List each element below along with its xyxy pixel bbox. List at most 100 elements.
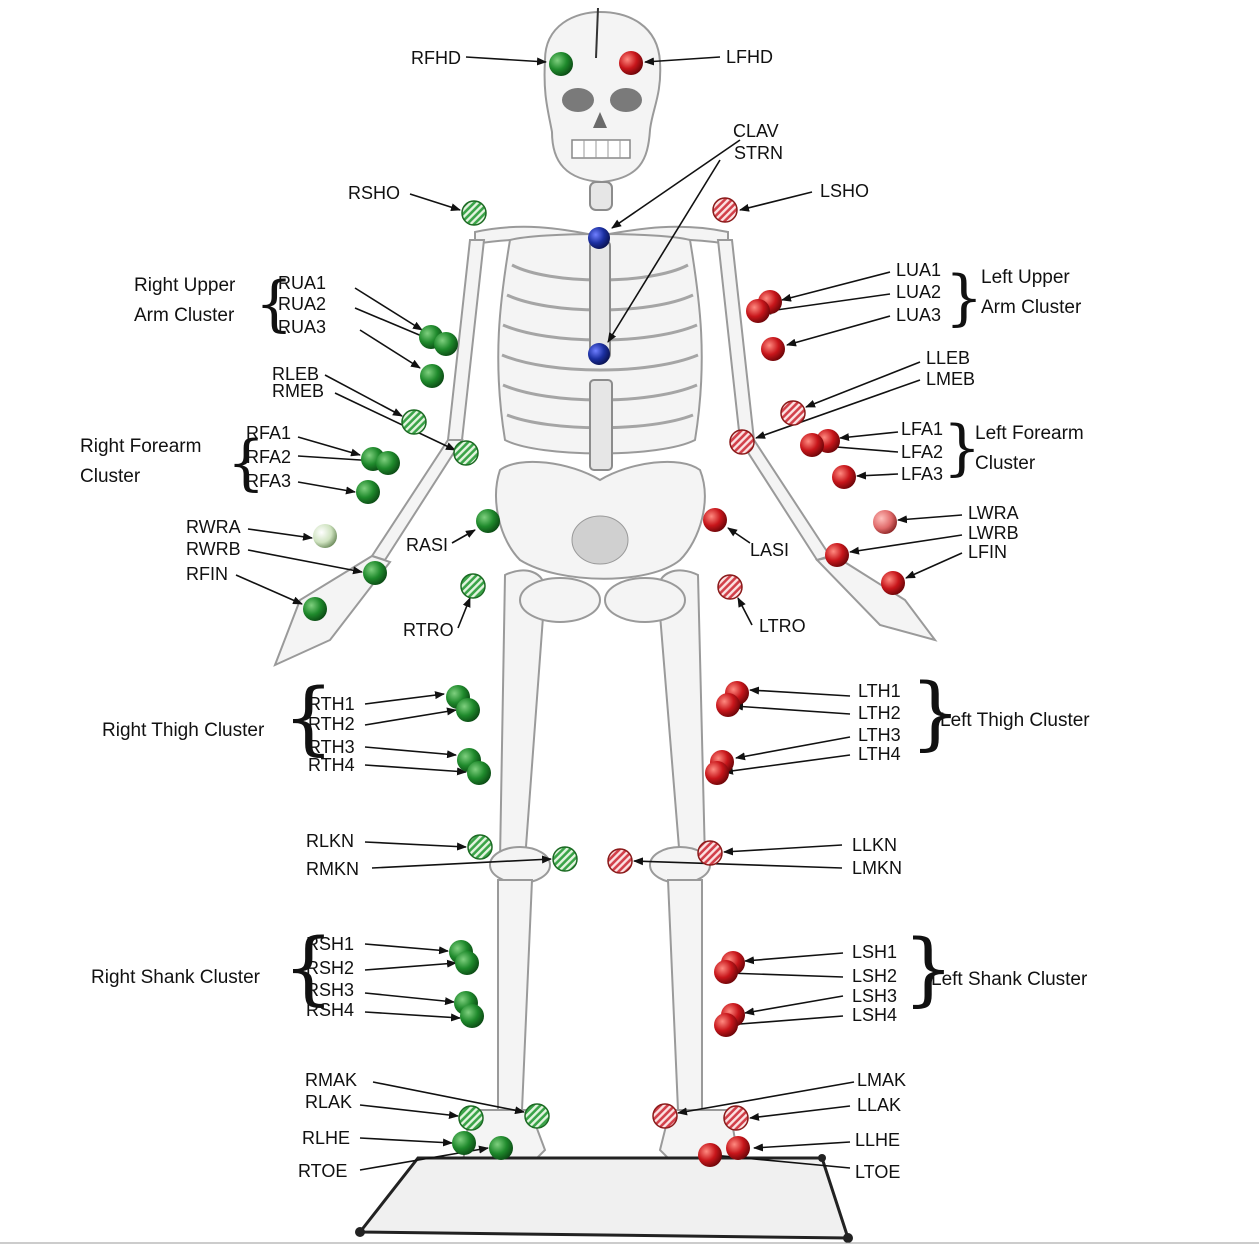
label-lmeb: LMEB [926, 369, 975, 389]
label-rth1: RTH1 [308, 694, 355, 714]
marker-rua3 [420, 364, 444, 388]
label-lsh1: LSH1 [852, 942, 897, 962]
label-rsh2: RSH2 [306, 958, 354, 978]
marker-lfhd [619, 51, 643, 75]
label-ltoe: LTOE [855, 1162, 900, 1182]
label-rsh3: RSH3 [306, 980, 354, 1000]
marker-lwrb [825, 543, 849, 567]
marker-rlak [459, 1106, 483, 1130]
marker-rsh4 [460, 1004, 484, 1028]
label-rlak: RLAK [305, 1092, 352, 1112]
label-lfhd: LFHD [726, 47, 773, 67]
marker-rsh2 [455, 951, 479, 975]
marker-rleb [402, 410, 426, 434]
marker-rtoe [489, 1136, 513, 1160]
marker-lsh2 [714, 960, 738, 984]
marker-rmkn [553, 847, 577, 871]
marker-rwra [313, 524, 337, 548]
label-lleb: LLEB [926, 348, 970, 368]
label-rasi: RASI [406, 535, 448, 555]
marker-lua3 [761, 337, 785, 361]
group-label-left-upper-arm-line2: Arm Cluster [981, 297, 1082, 318]
group-label-right-upper-arm-line1: Right Upper [134, 275, 236, 296]
marker-rasi [476, 509, 500, 533]
label-llak: LLAK [857, 1095, 901, 1115]
label-lua1: LUA1 [896, 260, 941, 280]
label-lasi: LASI [750, 540, 789, 560]
label-rlkn: RLKN [306, 831, 354, 851]
marker-rwrb [363, 561, 387, 585]
label-clav: CLAV [733, 121, 779, 141]
label-lsh2: LSH2 [852, 966, 897, 986]
marker-lth2 [716, 693, 740, 717]
marker-rmeb [454, 441, 478, 465]
marker-lth4 [705, 761, 729, 785]
label-lfa2: LFA2 [901, 442, 943, 462]
label-rsh1: RSH1 [306, 934, 354, 954]
marker-lmkn [608, 849, 632, 873]
label-rtro: RTRO [403, 620, 454, 640]
label-rtoe: RTOE [298, 1161, 347, 1181]
label-rua3: RUA3 [278, 317, 326, 337]
label-rwra: RWRA [186, 517, 241, 537]
label-lua2: LUA2 [896, 282, 941, 302]
marker-llhe [726, 1136, 750, 1160]
markers [303, 51, 905, 1167]
marker-rlkn [468, 835, 492, 859]
marker-lfin [881, 571, 905, 595]
marker-strn [588, 343, 610, 365]
label-lfa1: LFA1 [901, 419, 943, 439]
label-rlhe: RLHE [302, 1128, 350, 1148]
marker-lasi [703, 508, 727, 532]
marker-clav [588, 227, 610, 249]
svg-text:}: } [945, 263, 983, 333]
marker-rfin [303, 597, 327, 621]
label-rfa3: RFA3 [246, 471, 291, 491]
marker-lfa2 [800, 433, 824, 457]
marker-rth2 [456, 698, 480, 722]
label-lmkn: LMKN [852, 858, 902, 878]
marker-rfhd [549, 52, 573, 76]
marker-rfa3 [356, 480, 380, 504]
label-lsho: LSHO [820, 181, 869, 201]
label-rwrb: RWRB [186, 539, 241, 559]
marker-lsh4 [714, 1013, 738, 1037]
label-lfin: LFIN [968, 542, 1007, 562]
label-rth2: RTH2 [308, 714, 355, 734]
label-llhe: LLHE [855, 1130, 900, 1150]
marker-lsho [713, 198, 737, 222]
group-label-left-thigh: Left Thigh Cluster [940, 710, 1090, 731]
label-rfin: RFIN [186, 564, 228, 584]
label-lwrb: LWRB [968, 523, 1019, 543]
marker-rlhe [452, 1131, 476, 1155]
group-label-right-thigh: Right Thigh Cluster [102, 720, 265, 741]
label-rfa2: RFA2 [246, 447, 291, 467]
marker-rua2 [434, 332, 458, 356]
label-lwra: LWRA [968, 503, 1019, 523]
marker-ltoe [698, 1143, 722, 1167]
group-label-left-upper-arm-line1: Left Upper [981, 267, 1070, 288]
label-ltro: LTRO [759, 616, 806, 636]
group-label-left-forearm-line2: Cluster [975, 453, 1036, 474]
group-label-right-forearm-line2: Cluster [80, 466, 141, 487]
marker-rmak [525, 1104, 549, 1128]
marker-llkn [698, 841, 722, 865]
group-label-left-shank: Left Shank Cluster [931, 969, 1088, 990]
label-lth1: LTH1 [858, 681, 901, 701]
marker-rfa2 [376, 451, 400, 475]
label-rsh4: RSH4 [306, 1000, 354, 1020]
group-label-right-shank: Right Shank Cluster [91, 967, 261, 988]
label-rua1: RUA1 [278, 273, 326, 293]
label-rfa1: RFA1 [246, 423, 291, 443]
marker-lwra [873, 510, 897, 534]
label-llkn: LLKN [852, 835, 897, 855]
marker-rsho [462, 201, 486, 225]
marker-rth4 [467, 761, 491, 785]
label-lua3: LUA3 [896, 305, 941, 325]
label-rmkn: RMKN [306, 859, 359, 879]
label-rth4: RTH4 [308, 755, 355, 775]
label-rsho: RSHO [348, 183, 400, 203]
marker-lfa3 [832, 465, 856, 489]
label-rmeb: RMEB [272, 381, 324, 401]
